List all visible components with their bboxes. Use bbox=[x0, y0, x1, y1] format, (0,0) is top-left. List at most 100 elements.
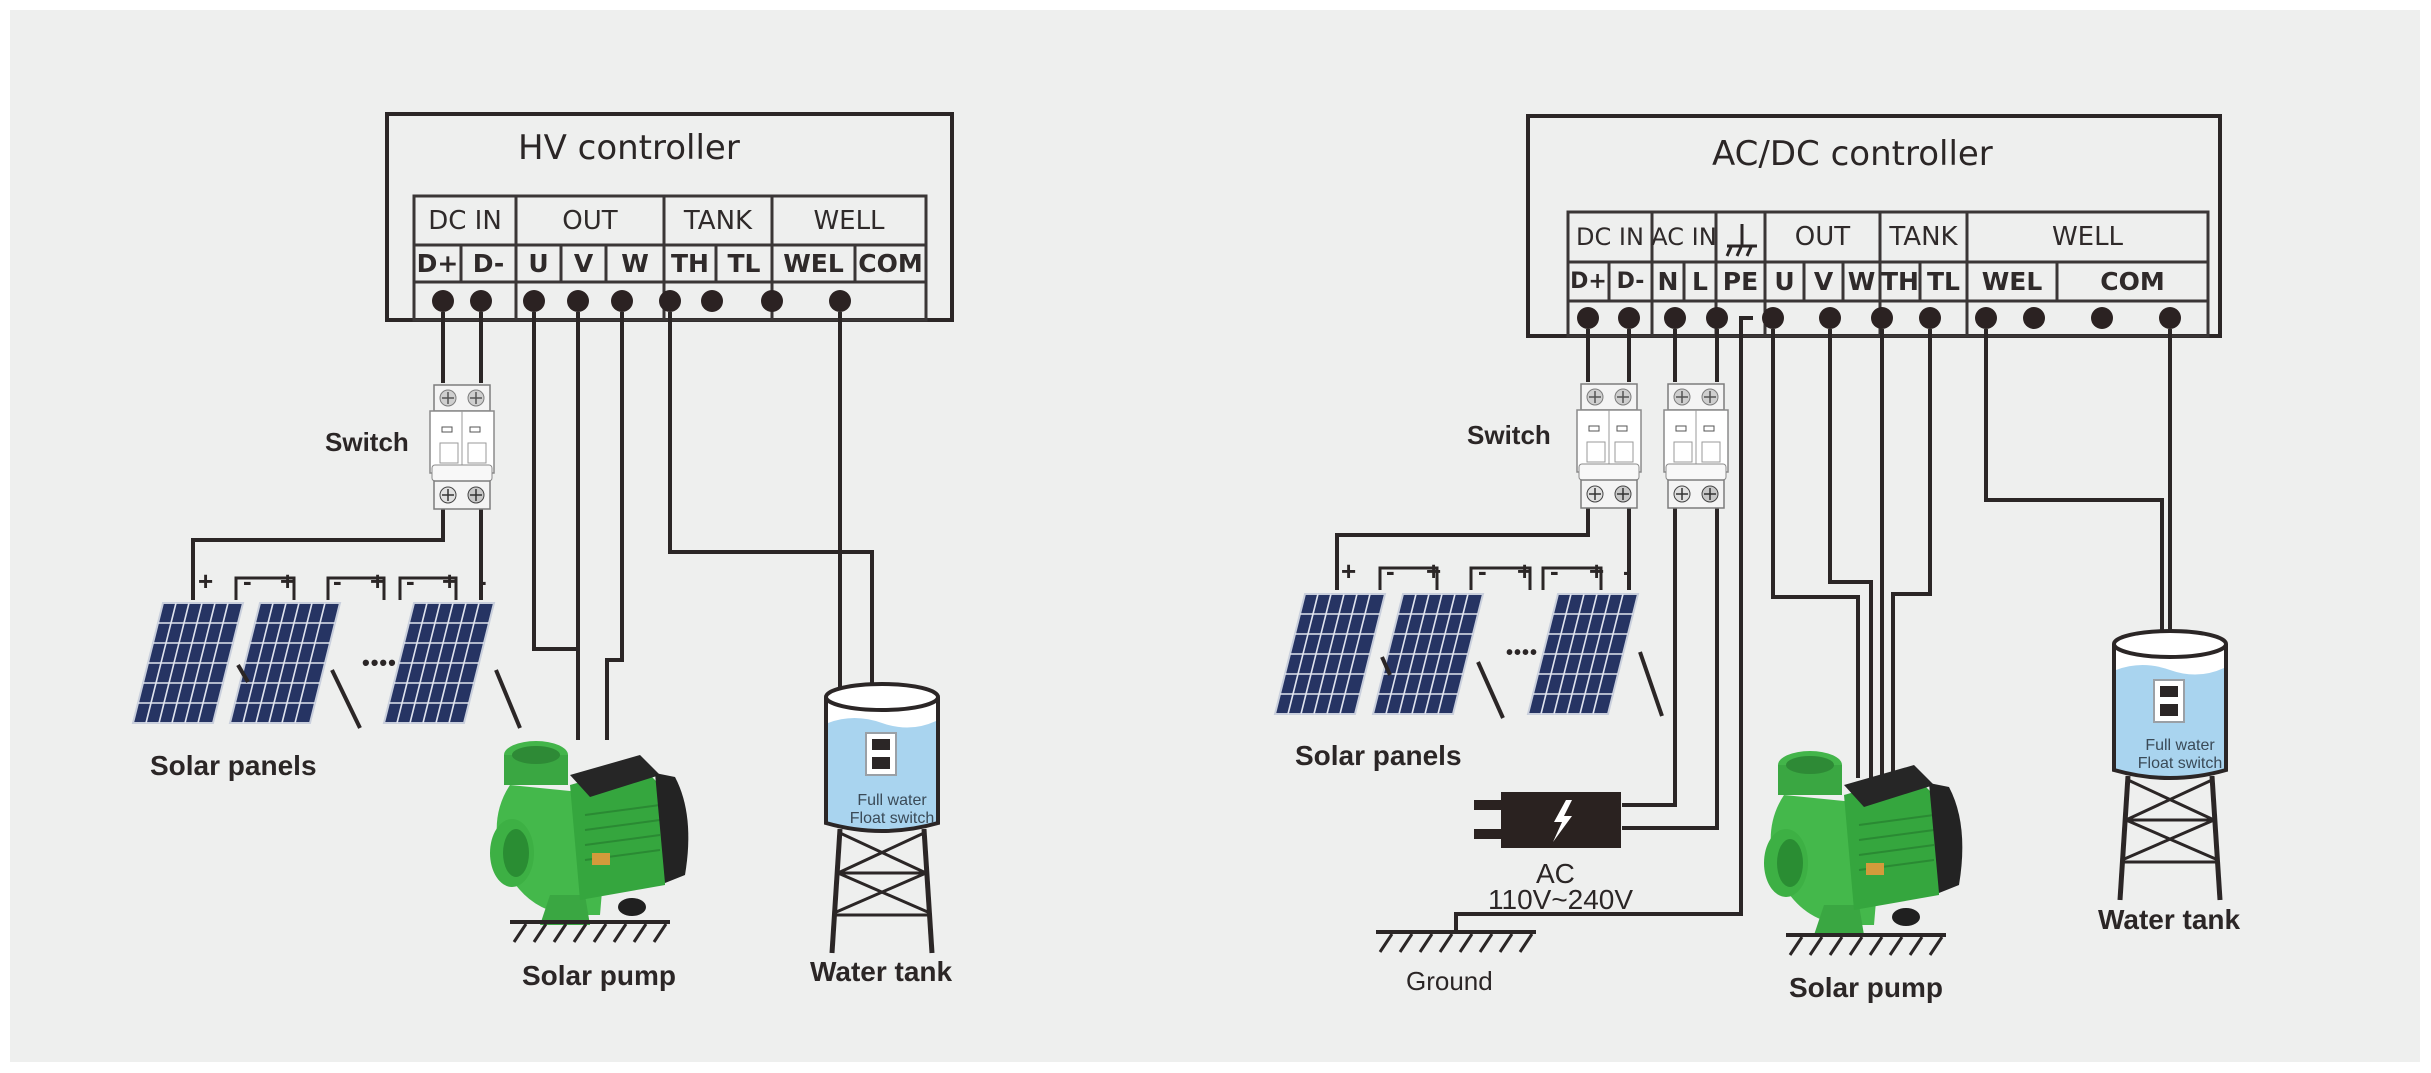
terminal-com bbox=[2159, 307, 2181, 329]
terminal-wel bbox=[761, 290, 783, 312]
polarity-minus: - bbox=[1478, 556, 1487, 586]
polarity-plus: + bbox=[280, 566, 296, 596]
acdc-terminal-label-l: L bbox=[1692, 267, 1708, 296]
float-switch-line2: Float switch bbox=[2137, 755, 2223, 772]
acdc-solar-panels-label: Solar panels bbox=[1295, 740, 1462, 771]
terminal-v bbox=[1871, 307, 1893, 329]
hv-switch-label: Switch bbox=[325, 427, 409, 457]
hv-solar-panel-1 bbox=[132, 602, 244, 724]
acdc-solar-pump bbox=[1763, 750, 1964, 936]
polarity-minus: - bbox=[406, 566, 415, 596]
hv-wires bbox=[191, 312, 874, 740]
hv-terminal-label-com: COM bbox=[858, 249, 923, 278]
acdc-panel-jumpers bbox=[1378, 566, 1603, 590]
hv-solar-pump bbox=[489, 740, 690, 926]
acdc-solar-panel-2 bbox=[1372, 593, 1484, 715]
acdc-terminal-label-w: W bbox=[1847, 267, 1876, 296]
hv-group-well: WELL bbox=[813, 205, 885, 236]
hv-controller-title: HV controller bbox=[518, 128, 740, 168]
acdc-terminal-label-u: U bbox=[1774, 267, 1795, 296]
polarity-minus: - bbox=[243, 566, 252, 596]
hv-group-dc-in: DC IN bbox=[428, 205, 502, 236]
hv-group-out: OUT bbox=[562, 205, 618, 236]
terminal-d-minus bbox=[470, 290, 492, 312]
terminal-v bbox=[567, 290, 589, 312]
hv-terminal-label-d-plus: D+ bbox=[416, 249, 459, 278]
hv-solar-panel-2 bbox=[229, 602, 341, 724]
hv-terminal-label-wel: WEL bbox=[783, 249, 844, 278]
acdc-terminals bbox=[1577, 307, 2181, 329]
polarity-plus: + bbox=[1426, 556, 1442, 586]
acdc-terminal-label-th: TH bbox=[1881, 267, 1919, 296]
ac-voltage-label: 110V~240V bbox=[1488, 884, 1634, 915]
acdc-group-dc-in: DC IN bbox=[1576, 223, 1644, 251]
wiring-svg bbox=[132, 112, 2420, 957]
polarity-plus: + bbox=[1341, 556, 1357, 586]
hv-float-switch-label: Full water Float switch bbox=[846, 792, 938, 828]
hv-panel-jumpers bbox=[234, 576, 458, 600]
acdc-group-tank: TANK bbox=[1889, 222, 1958, 252]
polarity-plus: + bbox=[198, 566, 214, 596]
polarity-minus: - bbox=[478, 566, 487, 596]
terminal-com bbox=[829, 290, 851, 312]
acdc-water-tank-label: Water tank bbox=[2098, 904, 2241, 935]
wiring-diagram-canvas: HV controller DC IN OUT TANK WELL D+ D- … bbox=[10, 10, 2420, 1062]
hv-terminal-label-d-minus: D- bbox=[472, 249, 505, 278]
acdc-group-out: OUT bbox=[1794, 222, 1851, 252]
earth-ground-symbol bbox=[1725, 224, 1757, 257]
polarity-minus: - bbox=[1550, 556, 1559, 586]
hv-switch-breaker bbox=[429, 384, 495, 510]
terminal-tl bbox=[701, 290, 723, 312]
acdc-terminal-label-d-minus: D- bbox=[1616, 269, 1645, 294]
acdc-terminal-label-n: N bbox=[1657, 267, 1679, 296]
polarity-minus: - bbox=[1386, 556, 1395, 586]
acdc-wires bbox=[1335, 316, 2172, 934]
acdc-controller bbox=[1526, 114, 2222, 338]
float-switch-line2: Float switch bbox=[849, 810, 935, 827]
acdc-terminal-label-com: COM bbox=[2100, 267, 2165, 296]
hv-terminal-label-th: TH bbox=[671, 249, 709, 278]
ac-label: AC bbox=[1536, 858, 1575, 889]
terminal-d-minus bbox=[1618, 307, 1640, 329]
hv-solar-panels-label: Solar panels bbox=[150, 750, 317, 781]
hv-terminal-label-v: V bbox=[573, 249, 594, 278]
polarity-minus: - bbox=[1623, 556, 1632, 586]
hv-terminal-label-tl: TL bbox=[727, 249, 761, 278]
lightning-icon bbox=[1553, 800, 1572, 842]
terminal-n bbox=[1664, 307, 1686, 329]
ac-power-source bbox=[1474, 792, 1621, 848]
hv-solar-panel-3 bbox=[383, 602, 495, 724]
hv-terminal-label-w: W bbox=[621, 249, 649, 278]
terminal-w bbox=[611, 290, 633, 312]
acdc-terminal-label-pe: PE bbox=[1722, 267, 1759, 296]
acdc-group-well: WELL bbox=[2051, 222, 2124, 252]
acdc-group-ac-in: AC IN bbox=[1651, 223, 1717, 251]
acdc-solar-pump-label: Solar pump bbox=[1789, 972, 1944, 1003]
terminal-d-plus bbox=[1577, 307, 1599, 329]
acdc-solar-panel-3 bbox=[1527, 593, 1639, 715]
terminal-th bbox=[659, 290, 681, 312]
float-switch-line1: Full water bbox=[857, 792, 927, 809]
acdc-ac-switch-breaker bbox=[1663, 383, 1729, 509]
ground-label: Ground bbox=[1406, 966, 1493, 996]
polarity-plus: + bbox=[1517, 556, 1533, 586]
float-switch-line1: Full water bbox=[2145, 737, 2215, 754]
polarity-plus: + bbox=[1589, 556, 1605, 586]
acdc-terminal-label-v: V bbox=[1813, 267, 1834, 296]
terminal-wel bbox=[2091, 307, 2113, 329]
acdc-terminal-label-d-plus: D+ bbox=[1570, 269, 1607, 294]
acdc-controller-title: AC/DC controller bbox=[1712, 134, 1993, 174]
hv-terminal-label-u: U bbox=[528, 249, 549, 278]
acdc-float-switch-label: Full water Float switch bbox=[2134, 737, 2226, 773]
polarity-minus: - bbox=[333, 566, 342, 596]
polarity-plus: + bbox=[370, 566, 386, 596]
terminal-u bbox=[523, 290, 545, 312]
terminal-d-plus bbox=[432, 290, 454, 312]
terminal-w bbox=[1919, 307, 1941, 329]
terminal-u bbox=[1819, 307, 1841, 329]
hv-group-tank: TANK bbox=[683, 205, 753, 236]
hv-panels-ellipsis: •••• bbox=[362, 650, 397, 675]
polarity-plus: + bbox=[442, 566, 458, 596]
acdc-terminal-label-tl: TL bbox=[1927, 267, 1960, 296]
terminal-tl bbox=[2023, 307, 2045, 329]
